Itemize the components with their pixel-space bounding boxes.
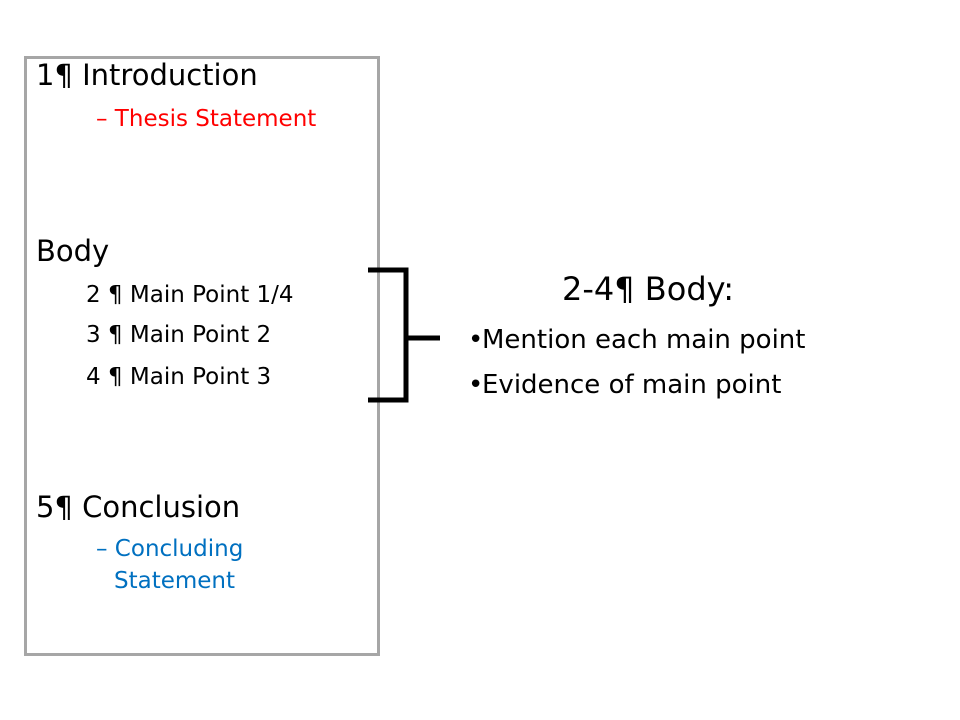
bullet-dot-icon: • [468,325,484,355]
body-note-title: 2-4¶ Body: [562,270,735,308]
bullet-text: Mention each main point [482,325,806,355]
concluding-statement-line-2: Statement [114,568,236,594]
essay-outline-box [24,56,380,656]
body-item-1: 2 ¶ Main Point 1/4 [86,282,294,308]
bullet-dot-icon: • [468,370,484,400]
body-item-2: 3 ¶ Main Point 2 [86,322,272,348]
bullet-item: • Mention each main point [468,318,805,363]
bullet-item: • Evidence of main point [468,363,805,408]
intro-heading: 1¶ Introduction [36,58,258,92]
body-note-bullet-list: • Mention each main point • Evidence of … [468,318,805,408]
thesis-statement-label: – Thesis Statement [96,106,317,132]
body-heading: Body [36,234,110,268]
right-brace-icon [368,267,440,403]
conclusion-heading: 5¶ Conclusion [36,490,241,524]
bullet-text: Evidence of main point [482,370,782,400]
concluding-statement-line-1: – Concluding [96,536,244,562]
body-item-3: 4 ¶ Main Point 3 [86,364,272,390]
